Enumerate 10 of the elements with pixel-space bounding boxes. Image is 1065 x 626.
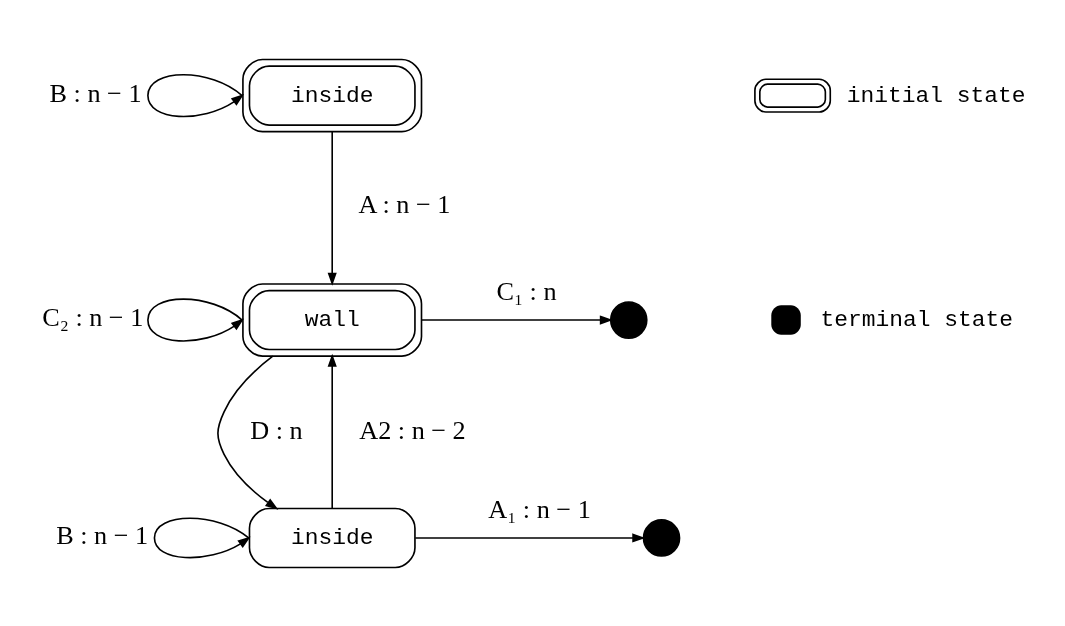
edge-label: C₂ : n − 1 bbox=[42, 302, 144, 332]
legend-label: terminal state bbox=[820, 306, 1014, 333]
edge-label: B : n − 1 bbox=[49, 78, 142, 108]
legend-label: initial state bbox=[846, 82, 1026, 109]
edge-label: A2 : n − 2 bbox=[359, 415, 466, 445]
edge-label: A₁ : n − 1 bbox=[488, 494, 591, 524]
edge-label: C₁ : n bbox=[496, 276, 557, 306]
edge-label: A : n − 1 bbox=[358, 189, 451, 219]
edge-label: D : n bbox=[250, 415, 303, 445]
edge-label: B : n − 1 bbox=[56, 520, 149, 550]
